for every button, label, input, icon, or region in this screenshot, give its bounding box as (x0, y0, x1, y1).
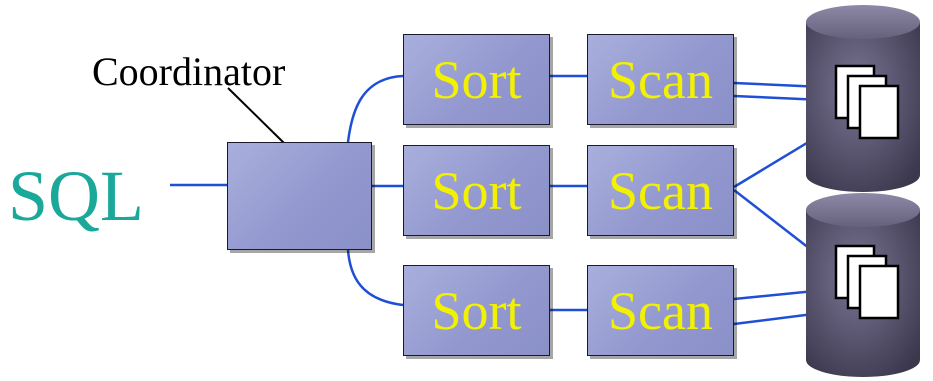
sort-label: Sort (431, 161, 522, 221)
coordinator-box (227, 142, 372, 250)
sort-label: Sort (431, 281, 522, 341)
scan-operator-box: Scan (587, 145, 734, 236)
scan-label: Scan (608, 281, 713, 341)
coordinator-pointer-line (227, 87, 285, 144)
scan-label: Scan (608, 161, 713, 221)
coordinator-to-sort-1-line (346, 74, 404, 143)
scan-operator-box: Scan (587, 265, 734, 356)
scan-label: Scan (608, 50, 713, 110)
sort-operator-box: Sort (403, 145, 550, 236)
disk-2 (806, 193, 920, 377)
coordinator-to-sort-3-line (346, 249, 404, 307)
scan-operator-box: Scan (587, 34, 734, 125)
disk-1 (806, 5, 920, 192)
document-stack-icon (834, 64, 900, 140)
sort-operator-box: Sort (403, 34, 550, 125)
sort-label: Sort (431, 50, 522, 110)
sort-operator-box: Sort (403, 265, 550, 356)
coordinator-label: Coordinator (92, 49, 286, 94)
document-stack-icon (834, 244, 900, 320)
sql-label: SQL (8, 156, 145, 236)
